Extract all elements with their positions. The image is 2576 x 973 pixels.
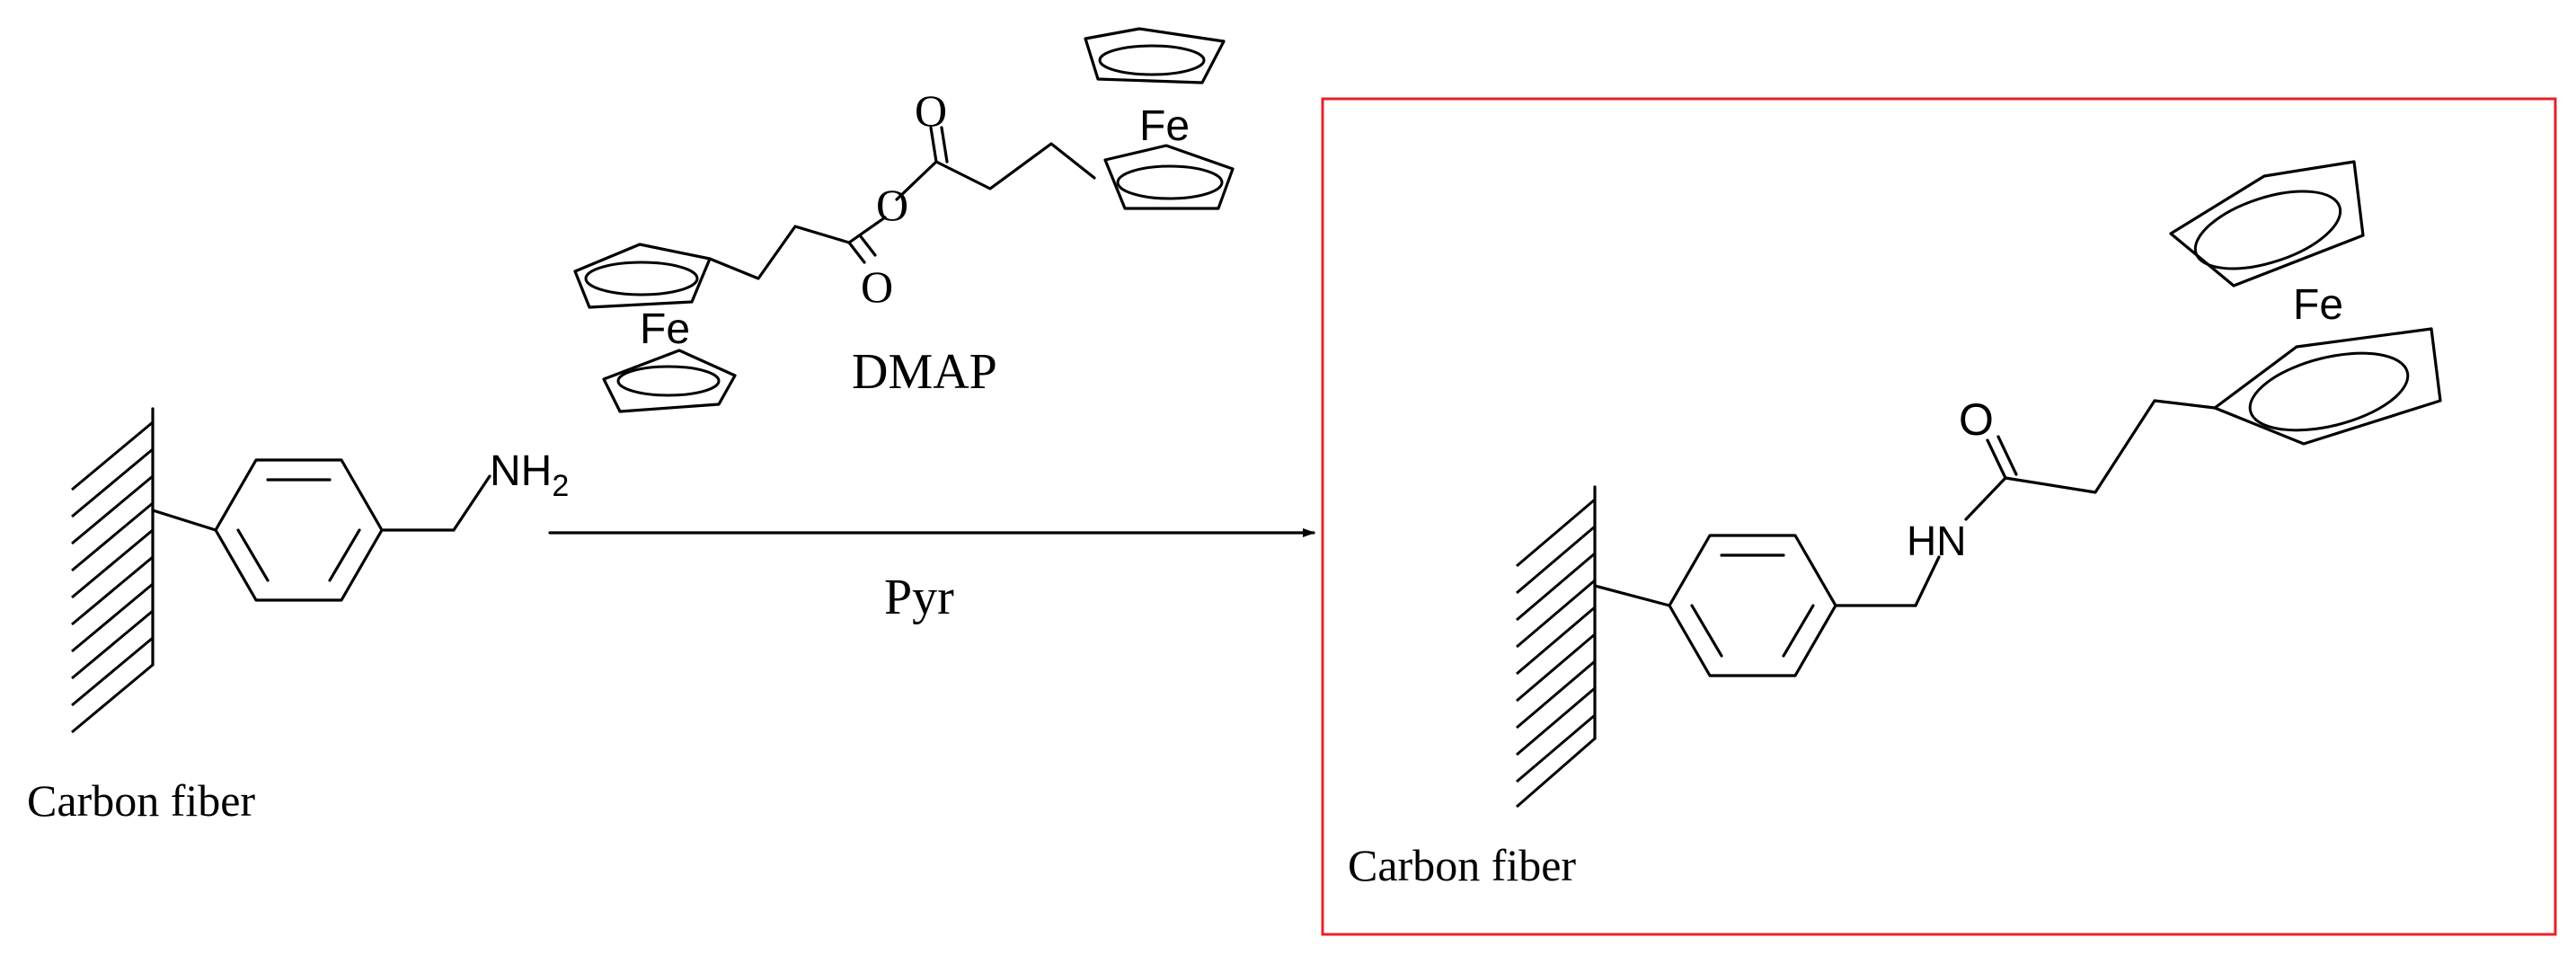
product-ferrocene-top-ring — [2169, 160, 2365, 287]
amide-oxygen-label: O — [1959, 394, 1994, 445]
catalyst-label: DMAP — [852, 344, 997, 400]
carbonyl-oxygen-bottom: O — [861, 261, 893, 312]
carbonyl-oxygen-top: O — [915, 85, 947, 136]
carbon-fiber-label-right: Carbon fiber — [1348, 840, 1576, 890]
carbon-fiber-surface-left — [71, 407, 155, 734]
benzene-ring-left — [151, 458, 491, 602]
carbon-fiber-label-left: Carbon fiber — [27, 775, 255, 826]
iron-label-upper: Fe — [1139, 102, 1190, 150]
carbon-fiber-surface-right — [1516, 485, 1597, 809]
solvent-label: Pyr — [884, 570, 954, 625]
iron-label-product: Fe — [2293, 281, 2343, 329]
bridging-oxygen: O — [876, 180, 908, 230]
amide-nh-label: HN — [1907, 517, 1966, 564]
reactant-structure: NH2 Carbon fiber — [27, 407, 569, 826]
product-structure: HN O Fe Carbon fiber — [1348, 160, 2442, 890]
ferrocene-cp-ring-bottom-upper — [1103, 144, 1235, 210]
product-box — [1321, 97, 2557, 936]
ferrocene-cp-ring-top-upper — [1084, 27, 1226, 84]
product-ferrocene-bottom-ring — [2213, 327, 2442, 446]
iron-label-lower: Fe — [640, 305, 690, 353]
ferrocene-cp-ring-bottom-lower — [602, 349, 737, 413]
benzene-ring-right — [1593, 534, 1941, 677]
amine-label: NH2 — [490, 447, 569, 503]
anhydride-reagent: Fe O O O Fe — [573, 27, 1235, 413]
ferrocene-cp-ring-top-lower — [573, 243, 712, 309]
